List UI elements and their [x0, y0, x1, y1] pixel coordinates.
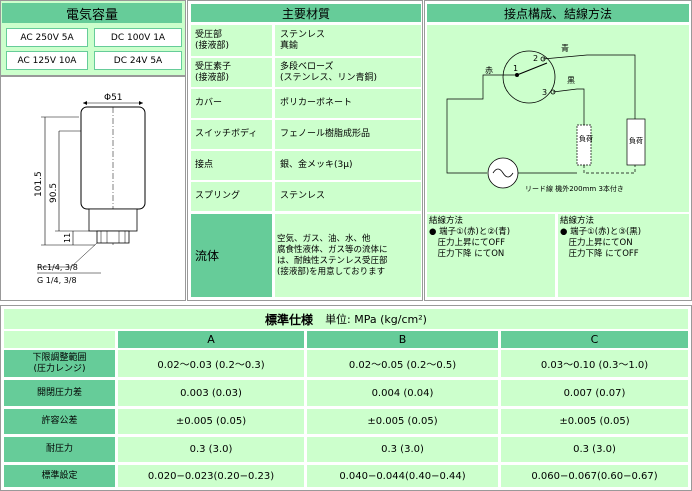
material-value: 多段ベローズ (ステンレス、リン青銅) [275, 58, 421, 87]
spec-corner [4, 331, 115, 348]
spec-cell: ±0.005 (0.05) [501, 409, 688, 434]
spec-cell: ±0.005 (0.05) [307, 409, 498, 434]
dimension-drawing: Φ51 101.5 90.5 11 Rc1/4, 3/8 G 1/4, 3/8 [0, 76, 186, 301]
material-value: フェノール樹脂成形品 [275, 120, 421, 149]
port-rc: Rc1/4, 3/8 [37, 263, 78, 272]
capacity-item: AC 125V 10A [6, 51, 88, 70]
spec-cell: 0.02〜0.03 (0.2〜0.3) [118, 350, 304, 377]
material-value: 銀、金メッキ(3μ) [275, 151, 421, 180]
terminal-2: 2 [533, 54, 538, 63]
load-label-2: 負荷 [629, 136, 643, 145]
lead-wire-note: リード線 機外200mm 3本付き [525, 184, 624, 193]
wiring-diagram: 1 2 3 赤 青 黒 負荷 負荷 リード線 機外200mm 3本付き [427, 25, 689, 212]
spec-title: 標準仕様 [265, 312, 314, 327]
wire-black-label: 黒 [567, 76, 575, 85]
spec-row-label: 開閉圧力差 [4, 380, 115, 406]
terminal-1: 1 [513, 64, 518, 73]
spec-cell: 0.040−0.044(0.40−0.44) [307, 465, 498, 487]
material-label: 受圧素子 (接液部) [191, 58, 272, 87]
spec-cell: 0.03〜0.10 (0.3〜1.0) [501, 350, 688, 377]
spec-col-c: C [501, 331, 688, 348]
wiring-method-1: 結線方法 ● 端子①(赤)と②(青) 圧力上昇にてOFF 圧力下降 にてON [427, 214, 555, 297]
material-value: ステンレス 真鍮 [275, 25, 421, 56]
wire-red-label: 赤 [485, 66, 493, 75]
capacity-item: AC 250V 5A [6, 28, 88, 47]
method2-line: 圧力上昇にてON [560, 238, 633, 248]
material-label: 受圧部 (接液部) [191, 25, 272, 56]
terminal-3: 3 [542, 88, 547, 97]
fluid-value: 空気、ガス、油、水、他 腐食性液体、ガス等の流体に は、耐蝕性ステンレス受圧部 … [275, 214, 421, 297]
method2-title: 結線方法 [560, 216, 595, 226]
material-label: カバー [191, 89, 272, 118]
spec-row-label: 許容公差 [4, 409, 115, 434]
load-label-1: 負荷 [579, 134, 593, 143]
dim-diameter: Φ51 [104, 93, 123, 103]
spec-title-bar: 標準仕様 単位: MPa (kg/cm²) [4, 309, 688, 329]
method1-line: ● 端子①(赤)と②(青) [429, 227, 511, 237]
spec-cell: 0.004 (0.04) [307, 380, 498, 406]
material-label: スプリング [191, 182, 272, 211]
dim-height-total: 101.5 [34, 171, 44, 197]
material-value: ステンレス [275, 182, 421, 211]
port-g: G 1/4, 3/8 [37, 276, 77, 285]
method1-line: 圧力上昇にてOFF [429, 238, 505, 248]
spec-row-label: 標準設定 [4, 465, 115, 487]
materials-title: 主要材質 [191, 4, 421, 22]
spec-row-label: 耐圧力 [4, 437, 115, 462]
spec-cell: 0.007 (0.07) [501, 380, 688, 406]
capacity-title: 電気容量 [2, 3, 182, 23]
method2-line: 圧力下降 にてOFF [560, 249, 639, 259]
wiring-title: 接点構成、結線方法 [427, 4, 689, 22]
spec-cell: 0.003 (0.03) [118, 380, 304, 406]
spec-col-a: A [118, 331, 304, 348]
spec-cell: ±0.005 (0.05) [118, 409, 304, 434]
dim-height-body: 90.5 [49, 183, 59, 203]
capacity-item: DC 24V 5A [94, 51, 182, 70]
spec-unit: 単位: MPa (kg/cm²) [325, 313, 427, 326]
material-label: 接点 [191, 151, 272, 180]
spec-cell: 0.02〜0.05 (0.2〜0.5) [307, 350, 498, 377]
spec-col-b: B [307, 331, 498, 348]
method1-title: 結線方法 [429, 216, 464, 226]
wire-blue-label: 青 [561, 43, 569, 53]
capacity-item: DC 100V 1A [94, 28, 182, 47]
spec-cell: 0.060−0.067(0.60−0.67) [501, 465, 688, 487]
spec-cell: 0.3 (3.0) [501, 437, 688, 462]
spec-cell: 0.3 (3.0) [118, 437, 304, 462]
method1-line: 圧力下降 にてON [429, 249, 505, 259]
method2-line: ● 端子①(赤)と③(黒) [560, 227, 642, 237]
material-value: ポリカーボネート [275, 89, 421, 118]
spec-row-label: 下限調整範囲 (圧力レンジ) [4, 350, 115, 377]
fluid-label: 流体 [191, 214, 272, 297]
wiring-method-2: 結線方法 ● 端子①(赤)と③(黒) 圧力上昇にてON 圧力下降 にてOFF [558, 214, 689, 297]
dim-height-thread: 11 [63, 233, 72, 243]
spec-cell: 0.020−0.023(0.20−0.23) [118, 465, 304, 487]
spec-cell: 0.3 (3.0) [307, 437, 498, 462]
material-label: スイッチボディ [191, 120, 272, 149]
